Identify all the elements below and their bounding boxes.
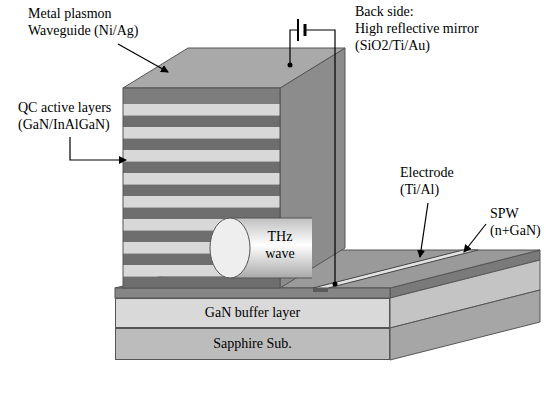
electrode-label: Electrode (Ti/Al) bbox=[400, 165, 466, 199]
layer-text: THz wave bbox=[252, 229, 308, 263]
mirror-label: High reflective mirror (SiO2/Ti/Au) bbox=[355, 21, 490, 55]
layer-text: Sapphire Sub. bbox=[213, 336, 292, 353]
layer-text: GaN buffer layer bbox=[205, 305, 300, 322]
thz-wave-beam: THz wave bbox=[200, 198, 312, 298]
beam-cylinder bbox=[200, 198, 312, 298]
buffer-layer: GaN buffer layer bbox=[115, 298, 390, 328]
backside-label: Back side: bbox=[355, 4, 490, 21]
spw-label: SPW (n+GaN) bbox=[490, 206, 548, 240]
substrate-layer: Sapphire Sub. bbox=[115, 328, 390, 360]
waveguide-label: Metal plasmon Waveguide (Ni/Ag) bbox=[28, 6, 153, 40]
active-layer-label: QC active layers (GaN/InAlGaN) bbox=[18, 100, 126, 134]
